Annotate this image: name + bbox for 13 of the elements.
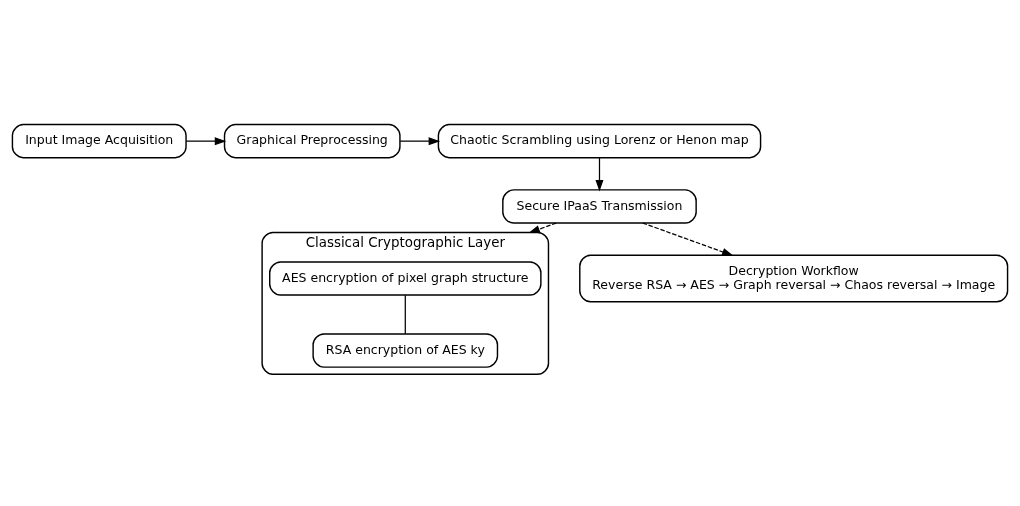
arrow	[642, 222, 734, 256]
arrow	[185, 137, 227, 146]
node-box: Graphical Preprocessing	[223, 123, 401, 159]
node-box: Input Image Acquisition	[11, 123, 187, 159]
node-box: Chaotic Scrambling using Lorenz or Henon map	[437, 123, 762, 159]
arrow	[399, 137, 441, 146]
arrow	[595, 157, 604, 192]
node-box: Decryption Workflow Reverse RSA → AES → Graph reversal → Chaos reversal → Image	[579, 254, 1009, 303]
node-box: AES encryption of pixel graph structure	[269, 261, 542, 296]
connector	[404, 294, 406, 335]
arrow	[528, 222, 557, 234]
node-box: RSA encryption of AES ky	[312, 333, 499, 368]
node-box: Secure IPaaS Transmission	[502, 189, 697, 224]
